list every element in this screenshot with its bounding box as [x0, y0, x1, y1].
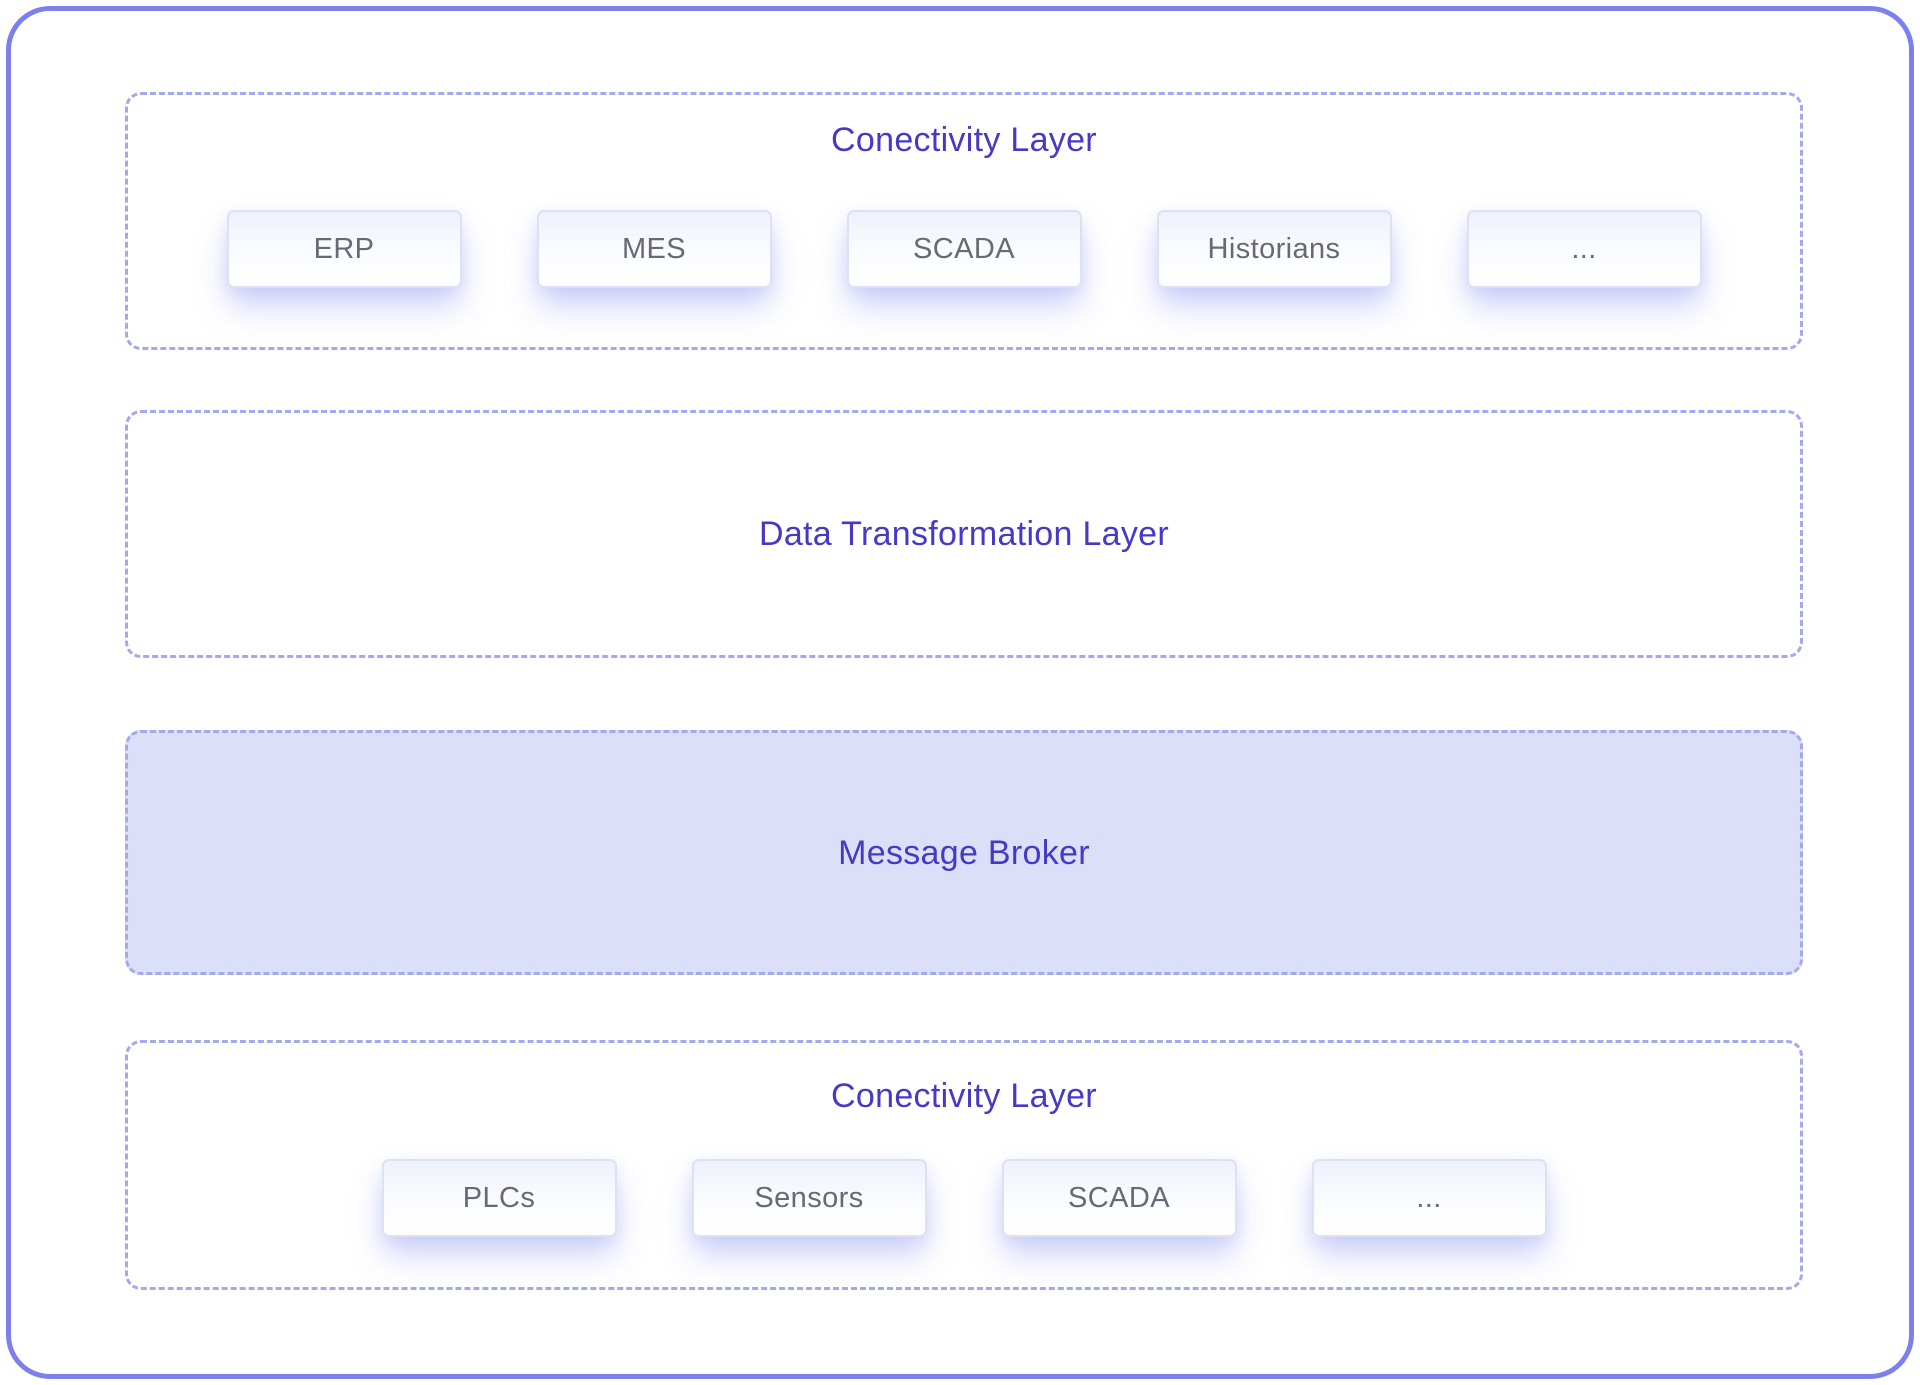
layer-title-data-transformation: Data Transformation Layer: [758, 515, 1170, 553]
item-box-ellipsis-top: ...: [1466, 210, 1702, 288]
item-box-scada-top: SCADA: [846, 210, 1082, 288]
layer-title-connectivity-top: Conectivity Layer: [831, 121, 1097, 159]
layer-connectivity-top: Conectivity Layer ERP MES SCADA Historia…: [125, 92, 1803, 350]
layer-data-transformation: Data Transformation Layer: [125, 410, 1803, 658]
item-box-sensors: Sensors: [691, 1159, 927, 1237]
item-box-historians: Historians: [1156, 210, 1392, 288]
connectivity-top-items-row: ERP MES SCADA Historians ...: [226, 210, 1702, 288]
connectivity-bottom-items-row: PLCs Sensors SCADA ...: [381, 1159, 1547, 1237]
item-box-mes: MES: [536, 210, 772, 288]
outer-frame: [6, 6, 1914, 1379]
item-box-erp: ERP: [226, 210, 462, 288]
layer-title-connectivity-bottom: Conectivity Layer: [831, 1077, 1097, 1115]
item-box-plcs: PLCs: [381, 1159, 617, 1237]
item-box-scada-bottom: SCADA: [1001, 1159, 1237, 1237]
item-box-ellipsis-bottom: ...: [1311, 1159, 1547, 1237]
layer-message-broker: Message Broker: [125, 730, 1803, 975]
layer-title-message-broker: Message Broker: [838, 833, 1090, 872]
layer-connectivity-bottom: Conectivity Layer PLCs Sensors SCADA ...: [125, 1040, 1803, 1290]
